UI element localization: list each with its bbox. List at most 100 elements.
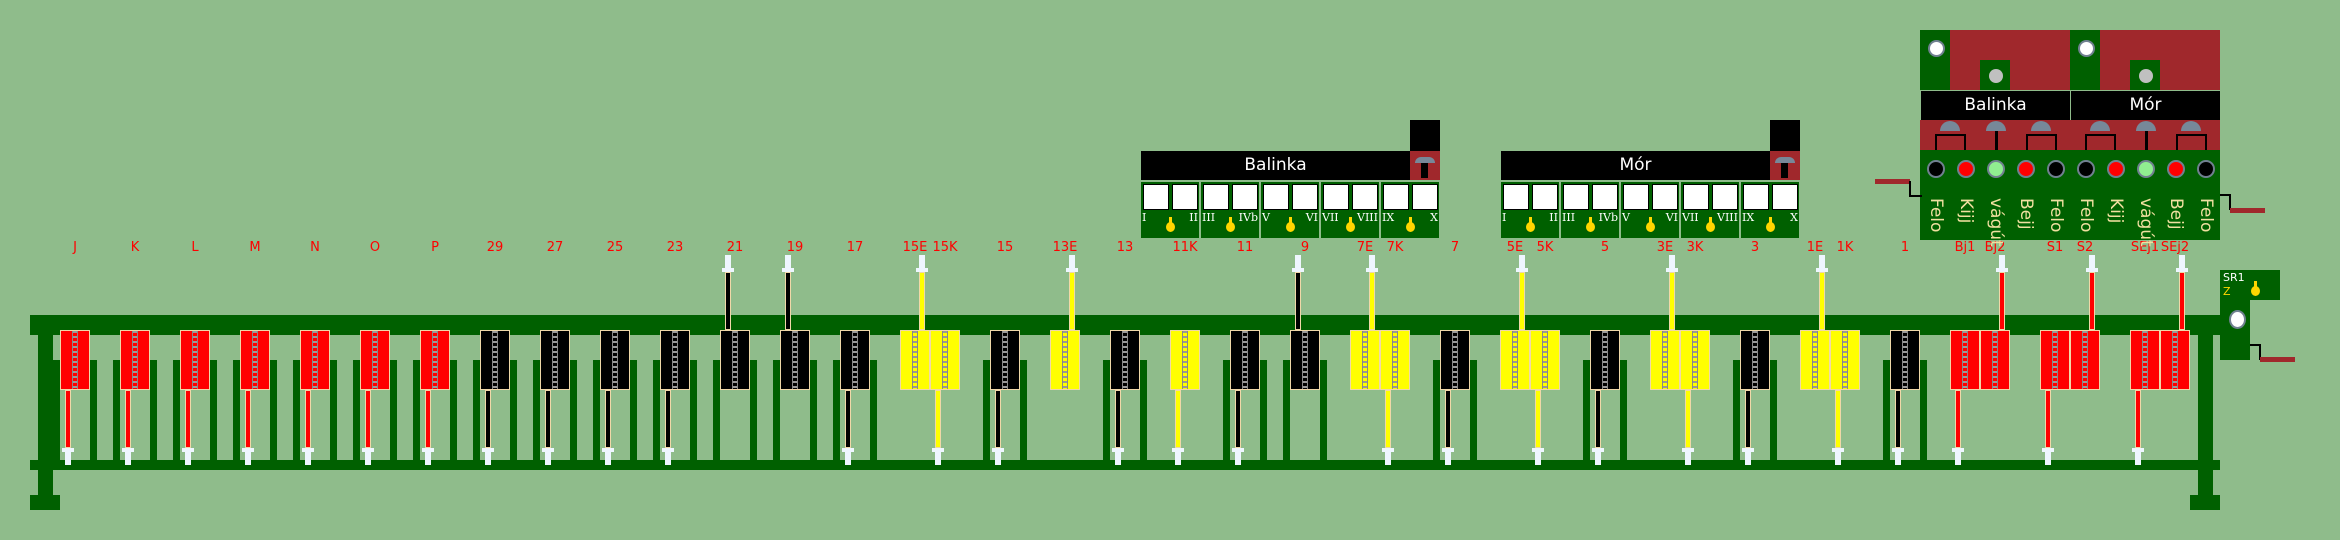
rod-handle[interactable] [1952, 448, 1964, 452]
lever-black[interactable] [1110, 330, 1140, 390]
rod-handle[interactable] [1816, 268, 1828, 272]
lever-yellow[interactable] [1380, 330, 1410, 390]
rod-handle[interactable] [932, 448, 944, 452]
rod-handle[interactable] [1442, 448, 1454, 452]
rod-handle[interactable] [842, 448, 854, 452]
route-button[interactable] [1292, 184, 1318, 210]
indicator-lamp[interactable] [1957, 160, 1975, 178]
lever-yellow[interactable] [1500, 330, 1530, 390]
route-button[interactable] [1263, 184, 1289, 210]
rod-handle[interactable] [542, 448, 554, 452]
rod-handle[interactable] [1592, 448, 1604, 452]
station-signal-box[interactable] [1770, 151, 1800, 180]
rod-handle[interactable] [122, 448, 134, 452]
lever-black[interactable] [780, 330, 810, 390]
rod-handle[interactable] [662, 448, 674, 452]
rod-handle[interactable] [1892, 448, 1904, 452]
rod-handle[interactable] [422, 448, 434, 452]
rod-handle[interactable] [722, 268, 734, 272]
rod-handle[interactable] [1292, 268, 1304, 272]
route-button[interactable] [1563, 184, 1589, 210]
lever-red[interactable] [60, 330, 90, 390]
rod-handle[interactable] [1996, 268, 2008, 272]
rod-handle[interactable] [1742, 448, 1754, 452]
lever-red[interactable] [360, 330, 390, 390]
route-button[interactable] [1772, 184, 1798, 210]
rod-handle[interactable] [1532, 448, 1544, 452]
lever-black[interactable] [480, 330, 510, 390]
lever-black[interactable] [1590, 330, 1620, 390]
rod-handle[interactable] [62, 448, 74, 452]
lever-red[interactable] [2130, 330, 2160, 390]
rod-handle[interactable] [782, 268, 794, 272]
rod-handle[interactable] [1172, 448, 1184, 452]
white-lamp-icon[interactable] [1928, 40, 1945, 57]
route-button[interactable] [1532, 184, 1558, 210]
route-button[interactable] [1232, 184, 1258, 210]
lever-black[interactable] [1440, 330, 1470, 390]
lever-yellow[interactable] [1650, 330, 1680, 390]
route-button[interactable] [1743, 184, 1769, 210]
lever-black[interactable] [660, 330, 690, 390]
lever-yellow[interactable] [1350, 330, 1380, 390]
lever-black[interactable] [1740, 330, 1770, 390]
route-button[interactable] [1143, 184, 1169, 210]
lever-black[interactable] [1890, 330, 1920, 390]
route-button[interactable] [1683, 184, 1709, 210]
rod-handle[interactable] [1112, 448, 1124, 452]
indicator-lamp[interactable] [1927, 160, 1945, 178]
rod-handle[interactable] [1382, 448, 1394, 452]
route-button[interactable] [1623, 184, 1649, 210]
rod-handle[interactable] [992, 448, 1004, 452]
rod-handle[interactable] [362, 448, 374, 452]
lever-yellow[interactable] [1680, 330, 1710, 390]
lever-black[interactable] [1290, 330, 1320, 390]
station-signal-box[interactable] [1410, 151, 1440, 180]
route-button[interactable] [1352, 184, 1378, 210]
lever-black[interactable] [600, 330, 630, 390]
route-button[interactable] [1412, 184, 1438, 210]
route-button[interactable] [1712, 184, 1738, 210]
lever-red[interactable] [300, 330, 330, 390]
lever-black[interactable] [990, 330, 1020, 390]
indicator-lamp[interactable] [2077, 160, 2095, 178]
sr1-panel[interactable]: SR1 Z [2220, 270, 2280, 300]
indicator-lamp[interactable] [2047, 160, 2065, 178]
lever-red[interactable] [420, 330, 450, 390]
rod-handle[interactable] [2042, 448, 2054, 452]
rod-handle[interactable] [1666, 268, 1678, 272]
indicator-lamp[interactable] [2167, 160, 2185, 178]
lever-red[interactable] [1980, 330, 2010, 390]
lever-red[interactable] [120, 330, 150, 390]
lever-black[interactable] [720, 330, 750, 390]
indicator-lamp[interactable] [2107, 160, 2125, 178]
indicator-lamp[interactable] [2137, 160, 2155, 178]
lever-yellow[interactable] [1800, 330, 1830, 390]
rod-handle[interactable] [1232, 448, 1244, 452]
lever-yellow[interactable] [1530, 330, 1560, 390]
rod-handle[interactable] [1516, 268, 1528, 272]
route-button[interactable] [1503, 184, 1529, 210]
rod-handle[interactable] [916, 268, 928, 272]
lever-black[interactable] [1230, 330, 1260, 390]
rod-handle[interactable] [1682, 448, 1694, 452]
indicator-lamp[interactable] [2197, 160, 2215, 178]
route-button[interactable] [1172, 184, 1198, 210]
lever-red[interactable] [2070, 330, 2100, 390]
lever-yellow[interactable] [930, 330, 960, 390]
lever-yellow[interactable] [900, 330, 930, 390]
rod-handle[interactable] [2086, 268, 2098, 272]
rod-handle[interactable] [242, 448, 254, 452]
lever-yellow[interactable] [1050, 330, 1080, 390]
lever-yellow[interactable] [1830, 330, 1860, 390]
lever-red[interactable] [180, 330, 210, 390]
white-lamp-icon[interactable] [2078, 40, 2095, 57]
lever-red[interactable] [2160, 330, 2190, 390]
lever-red[interactable] [1950, 330, 1980, 390]
route-button[interactable] [1652, 184, 1678, 210]
rod-handle[interactable] [2132, 448, 2144, 452]
rod-handle[interactable] [1066, 268, 1078, 272]
rod-handle[interactable] [482, 448, 494, 452]
lever-red[interactable] [2040, 330, 2070, 390]
rod-handle[interactable] [1832, 448, 1844, 452]
